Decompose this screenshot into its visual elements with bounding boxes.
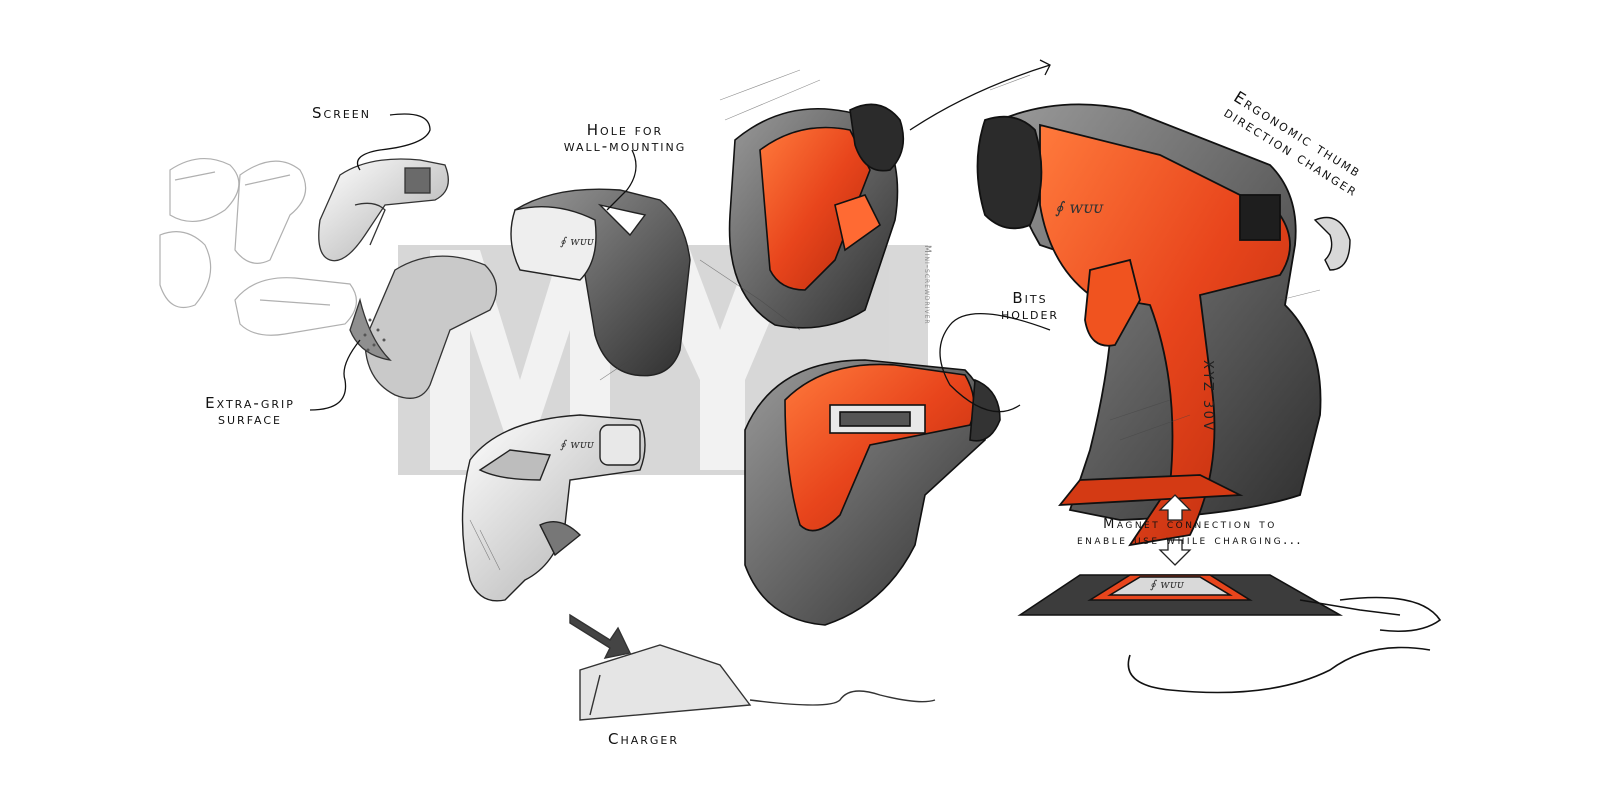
label-extra-grip: Extra-grip surface (180, 395, 320, 427)
label-line: holder (1000, 305, 1060, 323)
orange-drill-bits (744, 359, 1001, 626)
label-line: surface (218, 410, 282, 428)
label-screen: Screen (312, 104, 371, 122)
brand-signature: ∮ ᴡᴜᴜ (1150, 578, 1185, 591)
label-line: enable use while charging... (1076, 533, 1304, 548)
brand-signature: ∮ ᴡᴜᴜ (1055, 198, 1104, 217)
orange-drill-large (976, 103, 1322, 547)
extra-grip-sketch (349, 255, 497, 399)
label-line: Bits (1012, 289, 1048, 307)
model-text: XYZ 30V (1200, 360, 1215, 433)
magnet-arrows (1158, 494, 1192, 566)
wall-mount-variant-sketch (510, 188, 691, 377)
charger-base (569, 613, 936, 721)
label-magnet-connection: Magnet connection to enable use while ch… (1035, 517, 1345, 549)
label-line: Magnet connection to (1103, 517, 1277, 532)
thumbnail-sketches (159, 157, 357, 336)
label-hole-wall-mounting: Hole for wall-mounting (540, 122, 710, 154)
charging-pad (1017, 574, 1442, 694)
label-bits-holder: Bits holder (975, 290, 1085, 322)
label-line: Extra-grip (205, 394, 295, 412)
brand-signature: ∮ ᴡᴜᴜ (560, 438, 595, 451)
thumb-changer-icon (1313, 216, 1351, 271)
label-line: Hole for (586, 121, 664, 139)
leader-lines (309, 59, 1051, 413)
orange-drill-top (728, 103, 905, 329)
brand-signature: ∮ ᴡᴜᴜ (560, 235, 595, 248)
white-drill-sketch (461, 414, 646, 602)
label-charger: Charger (608, 730, 680, 748)
label-line: wall-mounting (563, 137, 687, 155)
hatching (469, 69, 1321, 571)
screen-variant-sketch (318, 158, 449, 262)
watermark-text: Mini-screwdriver (922, 245, 932, 325)
